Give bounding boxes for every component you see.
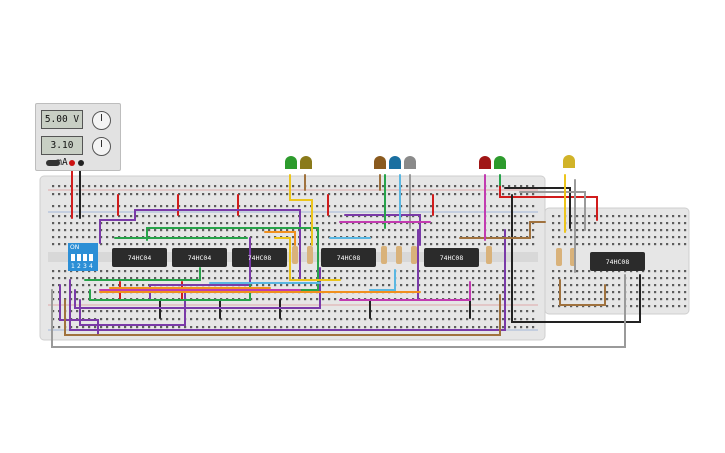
wires[interactable] [51, 164, 641, 348]
chip-label: 74HC04 [187, 254, 212, 262]
chip-label: 74HC08 [605, 258, 630, 266]
leds[interactable] [285, 155, 575, 169]
dip-switch[interactable] [68, 243, 98, 271]
resistors[interactable] [292, 246, 576, 266]
chip-74hc04-2[interactable] [172, 248, 227, 267]
voltage-display: 5.00 V [41, 110, 83, 129]
chip-label: 74HC08 [439, 254, 464, 262]
power-switch[interactable] [46, 160, 60, 166]
chip-label: 74HC08 [336, 254, 361, 262]
chip-74hc08-4[interactable] [590, 252, 645, 271]
current-display: 3.10 mA [41, 136, 83, 168]
dip-position-1: 1 [71, 263, 75, 270]
chip-74hc08-3[interactable] [424, 248, 479, 267]
chip-74hc08-2[interactable] [321, 248, 376, 267]
dip-on-label: ON [70, 244, 80, 251]
negative-terminal[interactable] [78, 160, 84, 166]
dip-position-3: 3 [83, 263, 87, 270]
breadboard-holes-secondary [552, 215, 687, 308]
chip-label: 74HC04 [127, 254, 152, 262]
chip-74hc08-1[interactable] [232, 248, 287, 267]
chip-label: 74HC08 [247, 254, 272, 262]
dip-position-4: 4 [89, 263, 93, 270]
chip-74hc04-1[interactable] [112, 248, 167, 267]
current-knob[interactable] [92, 137, 111, 156]
dip-position-2: 2 [77, 263, 81, 270]
voltage-knob[interactable] [92, 111, 111, 130]
power-supply[interactable]: 5.00 V 3.10 mA [35, 103, 121, 171]
positive-terminal[interactable] [69, 160, 75, 166]
